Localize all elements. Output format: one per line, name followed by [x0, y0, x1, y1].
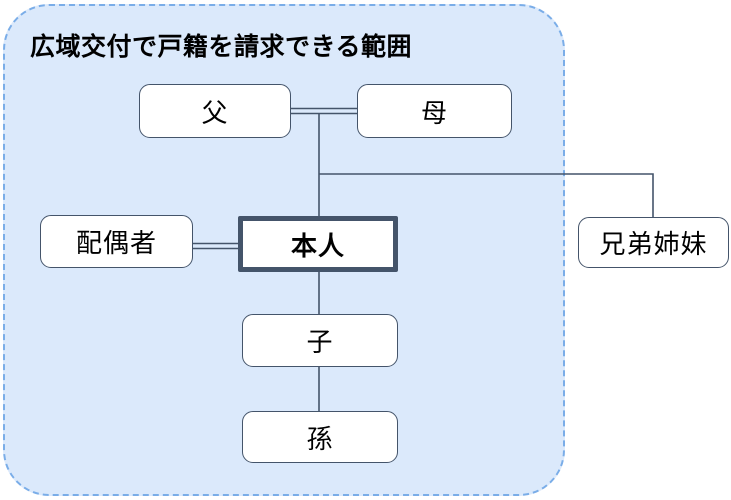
node-grandchild: 孫: [242, 411, 398, 463]
node-mother: 母: [357, 84, 512, 138]
node-father: 父: [139, 84, 291, 138]
node-self-label: 本人: [290, 230, 345, 261]
node-spouse: 配偶者: [40, 215, 193, 268]
node-self: 本人: [238, 216, 398, 272]
node-mother-label: 母: [420, 97, 448, 128]
node-father-label: 父: [201, 97, 229, 128]
node-spouse-label: 配偶者: [75, 228, 157, 258]
node-siblings-label: 兄弟姉妹: [599, 229, 708, 259]
node-siblings: 兄弟姉妹: [578, 217, 729, 268]
node-child: 子: [242, 314, 398, 367]
diagram-title: 広域交付で戸籍を請求できる範囲: [30, 33, 413, 61]
node-child-label: 子: [306, 327, 334, 357]
connector-parents-siblings: [319, 173, 654, 218]
node-grandchild-label: 孫: [306, 423, 334, 454]
